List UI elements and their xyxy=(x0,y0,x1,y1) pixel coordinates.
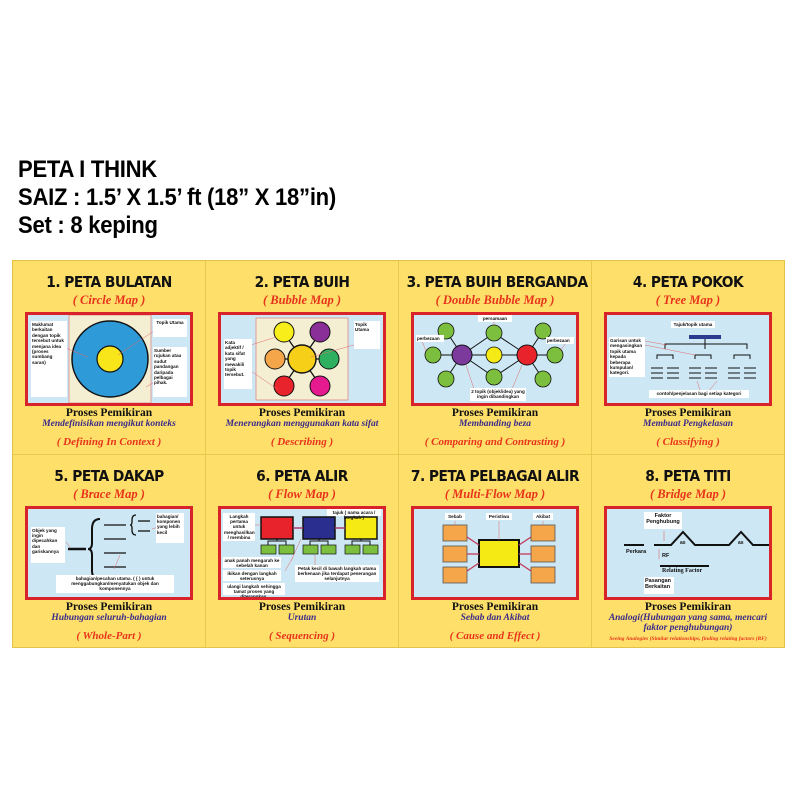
header-title: PETA I THINK xyxy=(18,156,157,183)
panel-title: 4. PETA POKOK xyxy=(632,273,744,291)
header-size: SAIZ : 1.5’ X 1.5’ ft (18” X 18”in) xyxy=(18,184,336,211)
label-frame: Sumber rujukan atau sudut pandangan dari… xyxy=(153,347,187,397)
as-label-1: as xyxy=(680,540,686,546)
multi-flow-graphic xyxy=(442,520,556,583)
panel-title: 8. PETA TITI xyxy=(645,466,731,485)
brace-map-diagram: Objek yang ingin dipecahkan dan gariskan… xyxy=(25,505,193,600)
panel-description: Analogi(Hubungan yang sama, mencari fakt… xyxy=(608,612,768,633)
label-category-lines: Garisan untuk mengasingkan topik utama k… xyxy=(609,337,645,377)
multi-flow-diagram: Sebab Peristiwa Akibat xyxy=(411,505,579,600)
proses-label: Proses Pemikiran xyxy=(451,600,539,613)
circle-map-diagram: Maklumat berkaitan dengan topik tersebut… xyxy=(25,312,193,406)
label-adjectives: Kata adjektif / kata sifat yang mewakili… xyxy=(224,339,252,389)
panel-description: Membuat Pengkelasan xyxy=(643,419,733,429)
proses-label: Proses Pemikiran xyxy=(65,407,153,419)
panel-subtitle: ( Bubble Map ) xyxy=(262,293,342,307)
label-sub-parts: bahagian/ komponen yang lebih kecil xyxy=(156,512,184,543)
panel-subtitle: ( Circle Map ) xyxy=(72,293,146,307)
proses-label: Proses Pemikiran xyxy=(451,407,539,419)
panel-title: 3. PETA BUIH BERGANDA xyxy=(406,273,588,291)
panel-subtitle: ( Brace Map ) xyxy=(73,486,145,501)
label-major-parts: bahagian/pecahan utama. ( { ) untuk meng… xyxy=(56,574,174,593)
label-substeps: Petak kecil di bawah langkah utama berke… xyxy=(295,564,379,582)
label-difference-right: perbezaan xyxy=(546,337,574,344)
proses-label: Proses Pemikiran xyxy=(258,407,346,419)
label-arrow: anak panah mengarah ke sebelah kanan xyxy=(223,556,281,568)
panel-english: ( Comparing and Contrasting ) xyxy=(424,436,566,448)
brace-map-graphic xyxy=(65,513,159,580)
bridge-map-graphic: as as xyxy=(624,530,769,567)
panel-english: ( Cause and Effect ) xyxy=(449,629,541,642)
panel-title: 6. PETA ALIR xyxy=(256,466,348,485)
panel-english: ( Describing ) xyxy=(270,436,334,448)
double-bubble-graphic xyxy=(421,321,567,390)
panel-subtitle: ( Bridge Map ) xyxy=(649,486,727,501)
label-event: Peristiwa xyxy=(486,512,512,520)
as-label-2: as xyxy=(738,540,744,546)
panel-multi-flow-map: 7. PETA PELBAGAI ALIR ( Multi-Flow Map )… xyxy=(399,454,591,647)
proses-label: Proses Pemikiran xyxy=(65,600,153,613)
label-similarity: persamaan xyxy=(478,315,512,322)
label-pair: Pasangan Berkaitan xyxy=(644,576,674,594)
panel-title: 7. PETA PELBAGAI ALIR xyxy=(410,466,580,485)
product-header: PETA I THINK SAIZ : 1.5’ X 1.5’ ft (18” … xyxy=(18,156,336,240)
label-title: tajuk ( nama acara / langkah ) xyxy=(327,508,381,520)
tree-map-diagram: Tajuk/topik utama Garisan untuk mengasin… xyxy=(604,312,772,406)
maps-grid: 1. PETA BULATAN ( Circle Map ) Maklumat … xyxy=(12,260,785,648)
panel-description: Membanding beza xyxy=(458,419,532,429)
panel-description: Menerangkan menggunakan kata sifat xyxy=(225,419,379,429)
panel-english: ( Sequencing ) xyxy=(269,629,335,642)
label-rf: RF xyxy=(662,552,670,559)
flow-map-graphic xyxy=(255,515,379,571)
panel-english: ( Classifying ) xyxy=(656,436,720,448)
panel-title: 1. PETA BULATAN xyxy=(46,273,172,291)
label-two-topics: 2 topik (objek/idea) yang ingin dibandin… xyxy=(470,388,526,401)
panel-english: ( Whole-Part ) xyxy=(76,629,142,642)
panel-description: Hubungan seluruh-bahagian xyxy=(51,612,167,623)
label-topic: Topik Utama xyxy=(153,319,187,337)
proses-label: Proses Pemikiran xyxy=(644,600,732,613)
panel-double-bubble-map: 3. PETA BUIH BERGANDA ( Double Bubble Ma… xyxy=(399,261,591,454)
panel-description: Urutan xyxy=(287,612,317,623)
label-main-topic: Tajuk/topik utama xyxy=(671,321,715,328)
label-repeat: ulangi langkah sehingga tamat proses yan… xyxy=(223,582,285,597)
panel-subtitle: ( Double Bubble Map ) xyxy=(435,293,555,307)
header-set: Set : 8 keping xyxy=(18,212,158,239)
panel-bubble-map: 2. PETA BUIH ( Bubble Map ) xyxy=(206,261,398,454)
panel-english: Seeing Analogies (Similar relationships,… xyxy=(609,635,767,642)
panel-description: Mendefinisikan mengikut konteks xyxy=(42,419,176,429)
label-context: Maklumat berkaitan dengan topik tersebut… xyxy=(31,321,67,397)
panel-title: 5. PETA DAKAP xyxy=(54,466,164,485)
label-whole-object: Objek yang ingin dipecahkan dan gariskan… xyxy=(31,526,65,563)
panel-subtitle: ( Flow Map ) xyxy=(268,486,336,501)
bridge-map-diagram: as as Faktor Penghubung Perkara RF Relat… xyxy=(604,505,772,600)
proses-label: Proses Pemikiran xyxy=(258,600,346,613)
panel-subtitle: ( Multi-Flow Map ) xyxy=(444,486,546,501)
label-difference-left: perbezaan xyxy=(416,335,444,342)
panel-subtitle: ( Tree Map ) xyxy=(655,293,721,307)
label-examples: contoh/penjelasan bagi setiap kategori xyxy=(649,390,749,398)
label-perkara: Perkara xyxy=(626,548,647,555)
panel-description: Sebab dan Akibat xyxy=(460,612,530,623)
bubble-map-diagram: Kata adjektif / kata sifat yang mewakili… xyxy=(218,312,386,406)
panel-title: 2. PETA BUIH xyxy=(254,273,350,291)
double-bubble-diagram: persamaan perbezaan perbezaan 2 topik (o… xyxy=(411,312,579,406)
flow-map-diagram: tajuk ( nama acara / langkah ) Langkah p… xyxy=(218,505,386,600)
panel-bridge-map: 8. PETA TITI ( Bridge Map ) as as Faktor… xyxy=(592,454,784,647)
label-effect: Akibat xyxy=(533,512,553,520)
label-relating-factor-top: Faktor Penghubung xyxy=(644,511,682,529)
label-next-step: ikikan dengan langkah seterusnya xyxy=(223,569,281,581)
panel-flow-map: 6. PETA ALIR ( Flow Map ) xyxy=(206,454,398,647)
panel-english: ( Defining In Context ) xyxy=(56,436,162,448)
panel-circle-map: 1. PETA BULATAN ( Circle Map ) Maklumat … xyxy=(13,261,205,454)
bubble-map-graphic xyxy=(250,317,362,401)
panel-brace-map: 5. PETA DAKAP ( Brace Map ) Objek yang i… xyxy=(13,454,205,647)
label-relating-factor: Relating Factor xyxy=(662,567,703,574)
panel-tree-map: 4. PETA POKOK ( Tree Map ) xyxy=(592,261,784,454)
label-cause: Sebab xyxy=(445,512,465,520)
label-topic: Topik Utama xyxy=(354,321,380,349)
label-first-step: Langkah pertama untuk menghasilkan / mem… xyxy=(223,512,255,541)
proses-label: Proses Pemikiran xyxy=(644,407,732,419)
circle-map-graphic xyxy=(62,315,161,403)
